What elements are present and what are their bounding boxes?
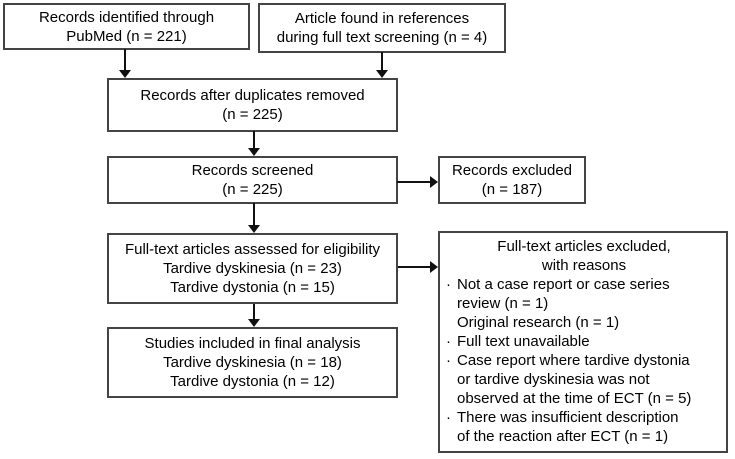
exclusion-reason-item: · There was insufficient description of … [446, 408, 722, 446]
box-text-line: Full text unavailable [457, 333, 590, 350]
bullet-dot-icon: · [446, 333, 451, 350]
box-text-line: Records after duplicates removed [140, 87, 365, 104]
box-text-line: There was insufficient description [457, 409, 679, 426]
box-text-line: Tardive dystonia (n = 12) [170, 373, 335, 390]
box-text-line: observed at the time of ECT (n = 5) [457, 390, 692, 407]
fulltext-excluded-title: Full-text articles excluded, with reason… [446, 237, 722, 275]
box-text-line: review (n = 1) [457, 295, 549, 312]
bullet-dot-icon: · [446, 276, 451, 293]
box-text-line: Records excluded [451, 162, 573, 179]
exclusion-reason-item: · Not a case report or case series revie… [446, 275, 722, 332]
exclusion-reason-text: Not a case report or case series review … [457, 275, 722, 332]
box-text-line: Not a case report or case series [457, 276, 670, 293]
box-fulltext-assessed: Full-text articles assessed for eligibil… [107, 233, 398, 304]
arrow-duplicates-to-screened [248, 131, 260, 156]
exclusion-reason-text: There was insufficient description of th… [457, 408, 722, 446]
box-text-line: of the reaction after ECT (n = 1) [457, 428, 669, 445]
box-text-line: Tardive dyskinesia (n = 18) [163, 354, 342, 371]
box-text-line: Studies included in final analysis [144, 335, 361, 352]
arrow-eligibility-to-reasons [398, 261, 438, 273]
box-text-line: PubMed (n = 221) [66, 27, 187, 45]
box-records-screened: Records screened (n = 225) [107, 156, 398, 204]
exclusion-reason-text: Full text unavailable [457, 332, 722, 351]
box-text-line: Article found in references [294, 10, 470, 27]
box-text-line: Records identified through [38, 8, 215, 26]
box-duplicates-removed: Records after duplicates removed (n = 22… [107, 78, 398, 132]
box-records-excluded: Records excluded (n = 187) [438, 156, 586, 204]
exclusion-reason-item: · Full text unavailable [446, 332, 722, 351]
arrow-screened-to-excluded [397, 176, 438, 188]
box-records-identified: Records identified through PubMed (n = 2… [3, 3, 250, 50]
box-fulltext-excluded-reasons: Full-text articles excluded, with reason… [438, 231, 728, 453]
box-text-line: Full-text articles assessed for eligibil… [124, 241, 381, 258]
box-text-line: (n = 187) [481, 181, 543, 198]
box-text-line: Full-text articles excluded, [497, 238, 671, 255]
bullet-dot-icon: · [446, 409, 451, 426]
arrow-screened-to-eligibility [248, 203, 260, 233]
box-article-references: Article found in references during full … [258, 3, 506, 53]
arrow-identified-to-duplicates [119, 49, 131, 78]
exclusion-reason-text: Case report where tardive dystonia or ta… [457, 351, 722, 408]
exclusion-reason-item: · Case report where tardive dystonia or … [446, 351, 722, 408]
box-text-line: Original research (n = 1) [457, 314, 620, 331]
box-text-line: with reasons [541, 257, 627, 274]
box-text-line: Case report where tardive dystonia [457, 352, 690, 369]
box-text-line: (n = 225) [222, 181, 283, 198]
box-text-line: Tardive dystonia (n = 15) [170, 279, 335, 296]
arrow-eligibility-to-included [248, 304, 260, 327]
box-text-line: or tardive dyskinesia was not [457, 371, 650, 388]
box-text-line: Tardive dyskinesia (n = 23) [163, 260, 342, 277]
box-text-line: (n = 225) [222, 106, 283, 123]
arrow-references-to-duplicates [376, 52, 388, 78]
box-text-line: during full text screening (n = 4) [276, 29, 488, 46]
box-studies-included: Studies included in final analysis Tardi… [107, 327, 398, 398]
bullet-dot-icon: · [446, 352, 451, 369]
box-text-line: Records screened [191, 162, 314, 179]
